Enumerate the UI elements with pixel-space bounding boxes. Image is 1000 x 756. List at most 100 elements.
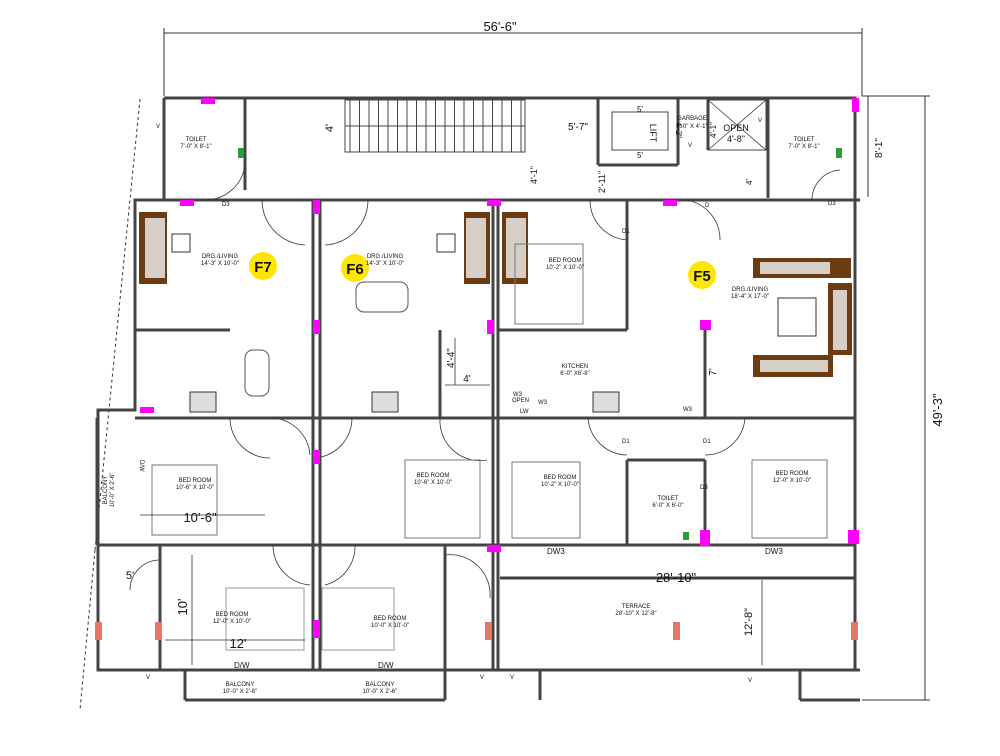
tag-w3-b: W3 <box>538 400 548 406</box>
balcony-f7-size: 10'-0" X 2'-6" <box>223 689 258 695</box>
f6-living-size: 14'-3" X 10'-0" <box>366 261 404 267</box>
tag-v-b1: V <box>146 675 150 681</box>
structural-column <box>663 200 677 206</box>
f6-bed2-label: BED ROOM <box>374 616 407 622</box>
door-swings <box>129 164 841 599</box>
lift-shaft <box>611 111 669 151</box>
toilet-right-height-dim: 8'-1" <box>874 138 885 158</box>
f7-living-size: 14'-3" X 10'-0" <box>201 261 239 267</box>
columns <box>140 98 859 638</box>
f6-bed-size: 10'-6" X 10'-0" <box>414 480 452 486</box>
garbage-size: 2'-0" X 4'-1" <box>676 124 707 130</box>
f7-bed2-label: BED ROOM <box>216 612 249 618</box>
kitchen-f6-a-dim: 4'-4" <box>446 348 457 368</box>
open-size: 4'-8" <box>727 134 745 144</box>
overall-depth-dim: 49'-3" <box>930 393 945 427</box>
f7-balcony-side-label: BALCONY <box>103 476 109 505</box>
structural-column <box>487 545 501 552</box>
f5-living-label: DRG./LIVING <box>732 287 769 293</box>
kitchen-label: KITCHEN <box>562 364 588 370</box>
structural-column <box>180 200 194 206</box>
tag-d-mid: D <box>705 203 710 209</box>
garbage-side-dim: 4'-1" <box>709 122 718 138</box>
balcony-f6-label: BALCONY <box>366 682 395 688</box>
lift-left-dim: 4'-1" <box>529 166 539 184</box>
flat-label-f6: F6 <box>346 261 364 278</box>
tag-d1-f6: D1 <box>622 229 630 235</box>
f5-wardrobe-dim: 7' <box>708 368 719 376</box>
tag-open-small: OPEN <box>512 398 529 404</box>
lift-label: LIFT <box>648 124 658 143</box>
lift-side-dim: 4'-2" <box>674 122 683 138</box>
f6-bed-top-size: 10'-2" X 10'-0" <box>546 265 584 271</box>
structural-column <box>487 200 501 206</box>
overall-width-dim: 56'-6" <box>483 19 517 34</box>
structural-column <box>201 98 215 104</box>
tag-v-b3: V <box>510 675 514 681</box>
balcony-f7-label: BALCONY <box>226 682 255 688</box>
terrace-height-dim: 12'-8" <box>743 608 755 636</box>
f5-toilet-label: TOILET <box>658 496 679 502</box>
f7-bed2-size: 12'-0" X 10'-0" <box>213 619 251 625</box>
f6-bed2-size: 10'-0" X 10'-0" <box>371 623 409 629</box>
toilet-right-size: 7'-0" X 8'-1" <box>788 144 819 150</box>
flat-label-f7: F7 <box>254 259 272 276</box>
tag-d3-left: D3 <box>222 202 230 208</box>
tag-w3-a: W3 <box>513 392 523 398</box>
f5-toilet-size: 6'-0" X 6'-0" <box>652 503 683 509</box>
tag-dw3-b: DW3 <box>765 547 783 556</box>
tag-w3-c: W3 <box>683 407 693 413</box>
open-shaft <box>707 99 767 151</box>
structural-column <box>313 200 320 214</box>
tag-dw-b2: D/W <box>378 661 394 670</box>
f7-living-label: DRG./LIVING <box>202 254 239 260</box>
tag-v-b4: V <box>748 678 752 684</box>
terrace-label: TERRACE <box>622 604 651 610</box>
f5-bed-a-size: 10'-2" X 10'-0" <box>541 482 579 488</box>
flat-label-f5: F5 <box>693 268 711 285</box>
lift-top-dim: 5' <box>637 105 643 114</box>
f6-bed-top-label: BED ROOM <box>549 258 582 264</box>
structural-column <box>140 407 154 413</box>
f5-bed-b-size: 12'-0" X 10'-0" <box>773 478 811 484</box>
f5-bed-b-label: BED ROOM <box>776 471 809 477</box>
open-label: OPEN <box>723 123 749 133</box>
toilet-left-size: 7'-0" X 8'-1" <box>180 144 211 150</box>
lift-bottom-dim: 5' <box>637 151 643 160</box>
toilet-right-label: TOILET <box>794 137 815 143</box>
lift-gap-dim: 5'-7" <box>568 122 588 133</box>
garbage-label: GARBAGE <box>677 116 707 122</box>
f7-balcony-side-size: 10'-0" X 2'-6" <box>110 473 116 508</box>
f7-bed2-height-dim: 10' <box>175 599 190 616</box>
open-shaft-cross <box>707 99 767 151</box>
terrace-width-dim: 28'-10" <box>656 570 697 585</box>
structural-column <box>852 98 859 112</box>
f7-bed-size: 10'-6" X 10'-0" <box>176 485 214 491</box>
f7-bed-label: BED ROOM <box>179 478 212 484</box>
tag-dw3-a: DW3 <box>547 547 565 556</box>
tag-d3-f5: D3 <box>700 485 708 491</box>
f7-balcony-toilet-dim: 5' <box>126 570 134 582</box>
interior-dim-lines <box>140 338 855 665</box>
terrace-size: 28'-10" X 12'-8" <box>615 611 656 617</box>
tag-v-top-right: V <box>758 118 762 124</box>
tag-d3-right: D3 <box>828 201 836 207</box>
kitchen-f6-b-dim: 4' <box>463 374 471 385</box>
structural-column <box>848 530 859 544</box>
lift-left-lower-dim: 2'-11" <box>597 171 607 193</box>
structural-column <box>313 450 320 464</box>
tag-lw: LW <box>520 409 529 415</box>
open-right-dim: 4' <box>745 179 754 185</box>
f6-living-label: DRG./LIVING <box>367 254 404 260</box>
balcony-f6-size: 10'-0" X 2'-6" <box>363 689 398 695</box>
flat-badges <box>249 252 716 289</box>
toilet-left-label: TOILET <box>186 137 207 143</box>
tag-v-top-left: V <box>156 124 160 130</box>
structural-column <box>487 320 494 334</box>
f5-bed-a-label: BED ROOM <box>544 475 577 481</box>
tag-v-lift: V <box>688 143 692 149</box>
tag-d1-b: D1 <box>703 439 711 445</box>
furniture <box>95 148 858 651</box>
structural-column <box>313 620 320 638</box>
structural-column <box>313 320 320 334</box>
